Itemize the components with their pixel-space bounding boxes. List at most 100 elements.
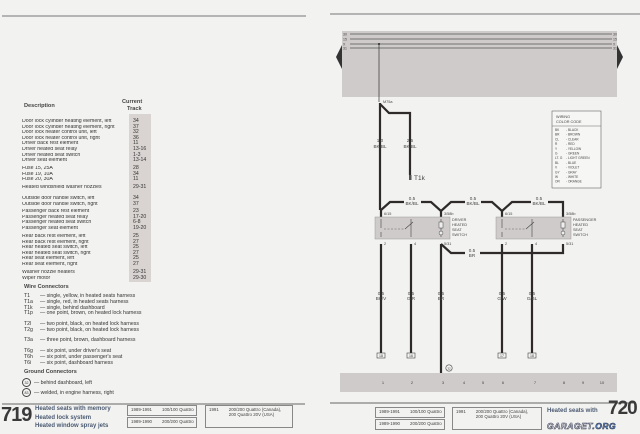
pin-label: 4	[414, 242, 416, 246]
title-line: Heated window spray jets	[35, 423, 109, 430]
wire-color: BK/BL	[532, 201, 545, 206]
component-name: Driver back rest element	[22, 141, 79, 147]
current-track: 37	[133, 200, 139, 207]
track-ref-box	[406, 352, 416, 359]
component-name: Driver heated seat relay	[22, 146, 78, 152]
connector-code: T6i	[24, 359, 32, 366]
ground-symbol	[445, 364, 453, 372]
current-track: 25	[133, 255, 139, 262]
panel-left-arrow	[336, 45, 342, 69]
wire-color: G/W	[497, 296, 507, 301]
color-code-title: WIRING	[556, 115, 570, 119]
connector-code: T1	[24, 293, 31, 299]
ground-row: 83— welded, in engine harness, right	[22, 388, 114, 397]
model-line: 200/200 Quattro (Canada),	[228, 407, 282, 412]
current-track: 27	[133, 260, 139, 267]
current-track: 27	[133, 249, 139, 256]
connector-desc: — six point, dashboard harness	[40, 359, 113, 366]
connector-row: T1p— one point, brown, on heated lock ha…	[24, 310, 142, 317]
component-name: Rear back rest element, left	[22, 234, 86, 239]
current-track: 11	[133, 140, 139, 147]
bus-lines	[350, 33, 612, 49]
current-track: 23	[133, 208, 139, 214]
wires	[378, 103, 565, 374]
component-name: Passenger heated seat switch	[22, 220, 92, 226]
track-ref-box	[497, 352, 507, 359]
color-name: - YELLOW	[566, 147, 581, 151]
connector-desc: — six point, under passenger's seat	[40, 353, 123, 360]
track-number: 1	[382, 380, 385, 385]
component-name: Washer nozzle heaters	[22, 270, 75, 275]
connector-code: T3a	[24, 337, 33, 343]
wire-color: BK/BL	[373, 144, 386, 149]
current-track: 29-31	[133, 269, 147, 275]
connector-row: T1a— single, red, in heated seats harnes…	[24, 299, 142, 306]
page-number-right: 720	[608, 398, 638, 419]
connector-group: T2l— two point, black, on heated lock ha…	[24, 321, 139, 334]
bus-label-30: 30	[343, 33, 347, 37]
track-ref: 18	[379, 354, 383, 358]
connector-code: T1p	[24, 310, 33, 317]
bus-label-30: 30	[613, 33, 617, 37]
component-name: Rear heated seat switch, right	[22, 250, 91, 256]
wire-gauge: 1.0	[377, 138, 384, 143]
model-name: 200/200 Quattro (Canada),200 Quattro 20V…	[229, 407, 281, 426]
wire-color: BR	[469, 253, 476, 258]
connector-code: T6h	[24, 353, 33, 360]
driver-heated-seat-switch: 6/15 3/58b 2 4 5/31 DRIVER HEATED SEAT S…	[374, 212, 467, 246]
current-track: 25	[133, 233, 139, 239]
pin-label: 2	[505, 242, 507, 246]
model-name: 200/200 Quattro (Canada),200 Quattro 20V…	[476, 409, 528, 428]
legend-row: Door lock cylinder heating element, righ…	[22, 124, 152, 131]
legend-row: Washer nozzle heaters 29-31	[22, 269, 152, 276]
wire-gauge: 0.5	[470, 196, 477, 201]
panel-right-arrow	[617, 45, 623, 69]
connector-group: T1— single, yellow, in heated seats harn…	[24, 293, 142, 317]
bus-label-x: X	[343, 43, 346, 47]
garaget-watermark-logo: GARAGET.ORG	[547, 421, 617, 432]
color-abbrev: LT. G	[555, 156, 563, 160]
model-years: 1989-1990	[379, 421, 400, 426]
connector-row: T6g— six point, under driver's seat	[24, 348, 122, 355]
track-ref-box	[527, 352, 537, 359]
track-number: 8	[563, 380, 566, 385]
wire-gauge: 0.5	[409, 196, 416, 201]
color-abbrev: Y	[555, 147, 558, 151]
track-header-2: Track	[127, 106, 142, 112]
connector-code: T6g	[24, 348, 33, 354]
component-name: Rear heated seat switch, left	[22, 245, 88, 251]
connector-t1k-icon	[409, 175, 412, 180]
component-name: Door lock heater control unit, left	[22, 130, 97, 136]
legend-row: Driver heated seat relay 13-16	[22, 145, 152, 153]
model-name: 100/100 Quattro	[410, 409, 442, 414]
pin-label: 3/58b	[444, 212, 454, 216]
current-track: 19-20	[133, 224, 147, 231]
component-name: Rear back rest element, right	[22, 239, 89, 245]
legend-row: Rear heated seat switch, right 27	[22, 249, 152, 257]
switch-label: SEAT	[573, 228, 583, 232]
component-name: Rear seat element, right	[22, 261, 78, 267]
model-years: 1989-1990	[131, 419, 152, 424]
current-track: 28	[133, 165, 139, 171]
page-title-left: Heated seats with memory Heated lock sys…	[35, 405, 111, 431]
wire-color: BK/BL	[405, 201, 418, 206]
track-number: 2	[411, 380, 414, 385]
current-track: 13-16	[133, 145, 147, 152]
connector-row: T2g— two point, black, on heated lock ha…	[24, 327, 139, 334]
wire-2-5-bkbl	[379, 103, 412, 175]
color-abbrev: V	[555, 166, 558, 170]
wire-color: BK/BL	[466, 201, 479, 206]
color-name: - GRAY	[566, 170, 578, 174]
